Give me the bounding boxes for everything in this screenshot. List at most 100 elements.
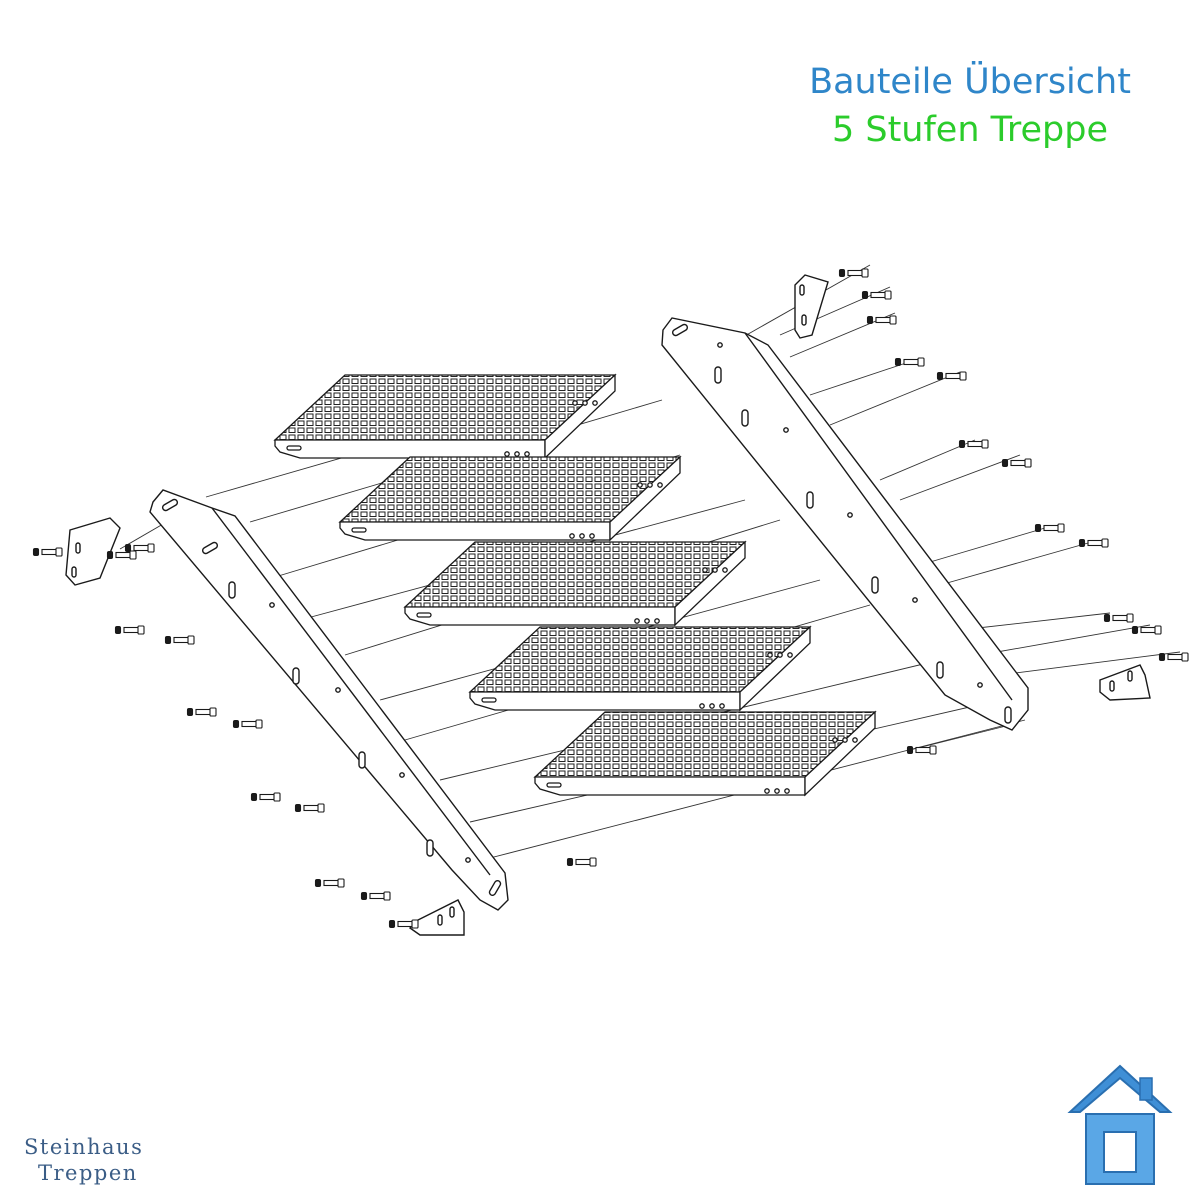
bolt-shank: [173, 636, 190, 644]
bolt: [894, 357, 925, 367]
step-side-edge: [544, 373, 616, 460]
step-bolt: [722, 567, 728, 573]
bolt: [32, 547, 63, 557]
bolt: [958, 439, 989, 449]
bolt-shank: [397, 920, 414, 928]
bolt-shank: [915, 746, 932, 754]
bolt-shank: [1043, 524, 1060, 532]
bracket-group: [65, 274, 1151, 936]
bolt-head: [273, 792, 281, 802]
bolt-head: [1057, 523, 1065, 533]
slot-hole: [161, 498, 179, 512]
bolt-hole: [465, 857, 471, 863]
slot-hole: [871, 576, 879, 594]
bolt: [1001, 458, 1032, 468]
stringer-group: [149, 317, 1029, 911]
bracket-hole: [71, 566, 77, 578]
step-bolt: [569, 533, 575, 539]
stringer-outline: [661, 317, 1029, 731]
leader-line: [979, 624, 1151, 656]
bolt: [936, 371, 967, 381]
bolt-shank: [123, 626, 140, 634]
house-logo-icon: [1067, 1064, 1173, 1185]
washer: [232, 719, 240, 729]
bolt-shank: [847, 269, 864, 277]
step-bolt: [777, 652, 783, 658]
bolt-shank: [241, 720, 258, 728]
bolt-head: [147, 543, 155, 553]
washer: [1103, 613, 1111, 623]
leader-line: [899, 454, 1021, 501]
page-subtitle: 5 Stufen Treppe: [831, 110, 1109, 150]
washer: [958, 439, 966, 449]
leader-line: [959, 612, 1111, 631]
bolt: [186, 707, 217, 717]
bolt: [388, 919, 419, 929]
washer: [250, 792, 258, 802]
step-2: [338, 455, 682, 542]
washer: [124, 543, 132, 553]
step-bolt: [592, 400, 598, 406]
bolt-head: [209, 707, 217, 717]
bolt: [106, 550, 137, 560]
bolt-head: [317, 803, 325, 813]
washer: [566, 857, 574, 867]
slot-hole: [292, 667, 300, 685]
slot-hole: [488, 879, 502, 897]
slot-hole: [741, 409, 749, 427]
bolt: [1158, 652, 1189, 662]
bolt: [124, 543, 155, 553]
bolt-head: [1181, 652, 1189, 662]
step-bolt: [767, 652, 773, 658]
washer: [936, 371, 944, 381]
step-bolt: [702, 567, 708, 573]
washer: [894, 357, 902, 367]
bolt-head: [929, 745, 937, 755]
washer: [164, 635, 172, 645]
bracket-outline: [408, 899, 465, 936]
bolt-head: [1101, 538, 1109, 548]
bolt-head: [55, 547, 63, 557]
step-bolt: [582, 400, 588, 406]
bolt-shank: [323, 879, 340, 887]
step-side-edge: [804, 710, 876, 797]
bolt: [1103, 613, 1134, 623]
bolt-hole: [335, 687, 341, 693]
step-bolt: [774, 788, 780, 794]
washer: [314, 878, 322, 888]
bolt-head: [137, 625, 145, 635]
slot-hole: [426, 839, 434, 857]
leader-line: [829, 371, 961, 426]
slot-hole: [671, 323, 689, 337]
step-bolt: [852, 737, 858, 743]
bracket-hole: [801, 314, 807, 326]
bolt-hole: [783, 427, 789, 433]
bolt-shank: [1010, 459, 1027, 467]
bolt: [294, 803, 325, 813]
bolt-head: [861, 268, 869, 278]
right-stringer: [661, 317, 1029, 731]
bolt-shank: [41, 548, 58, 556]
washer: [861, 290, 869, 300]
stringer-edge: [211, 507, 491, 876]
step-bolt: [787, 652, 793, 658]
washer: [1001, 458, 1009, 468]
bolt-head: [187, 635, 195, 645]
step-bolt: [709, 703, 715, 709]
step-bolt: [589, 533, 595, 539]
step-bolt: [699, 703, 705, 709]
step-slot: [481, 697, 497, 703]
bolt-shank: [1087, 539, 1104, 547]
step-3: [403, 540, 747, 627]
bolt-shank: [195, 708, 212, 716]
slot-hole: [806, 491, 814, 509]
title-block: Bauteile Übersicht 5 Stufen Treppe: [760, 58, 1180, 154]
step-bolt: [712, 567, 718, 573]
step-slot: [286, 445, 302, 451]
stringer-edge: [744, 332, 1013, 701]
bolt: [1078, 538, 1109, 548]
bracket-left-top: [65, 517, 121, 586]
bolt-head: [917, 357, 925, 367]
bolt-shank: [133, 544, 150, 552]
